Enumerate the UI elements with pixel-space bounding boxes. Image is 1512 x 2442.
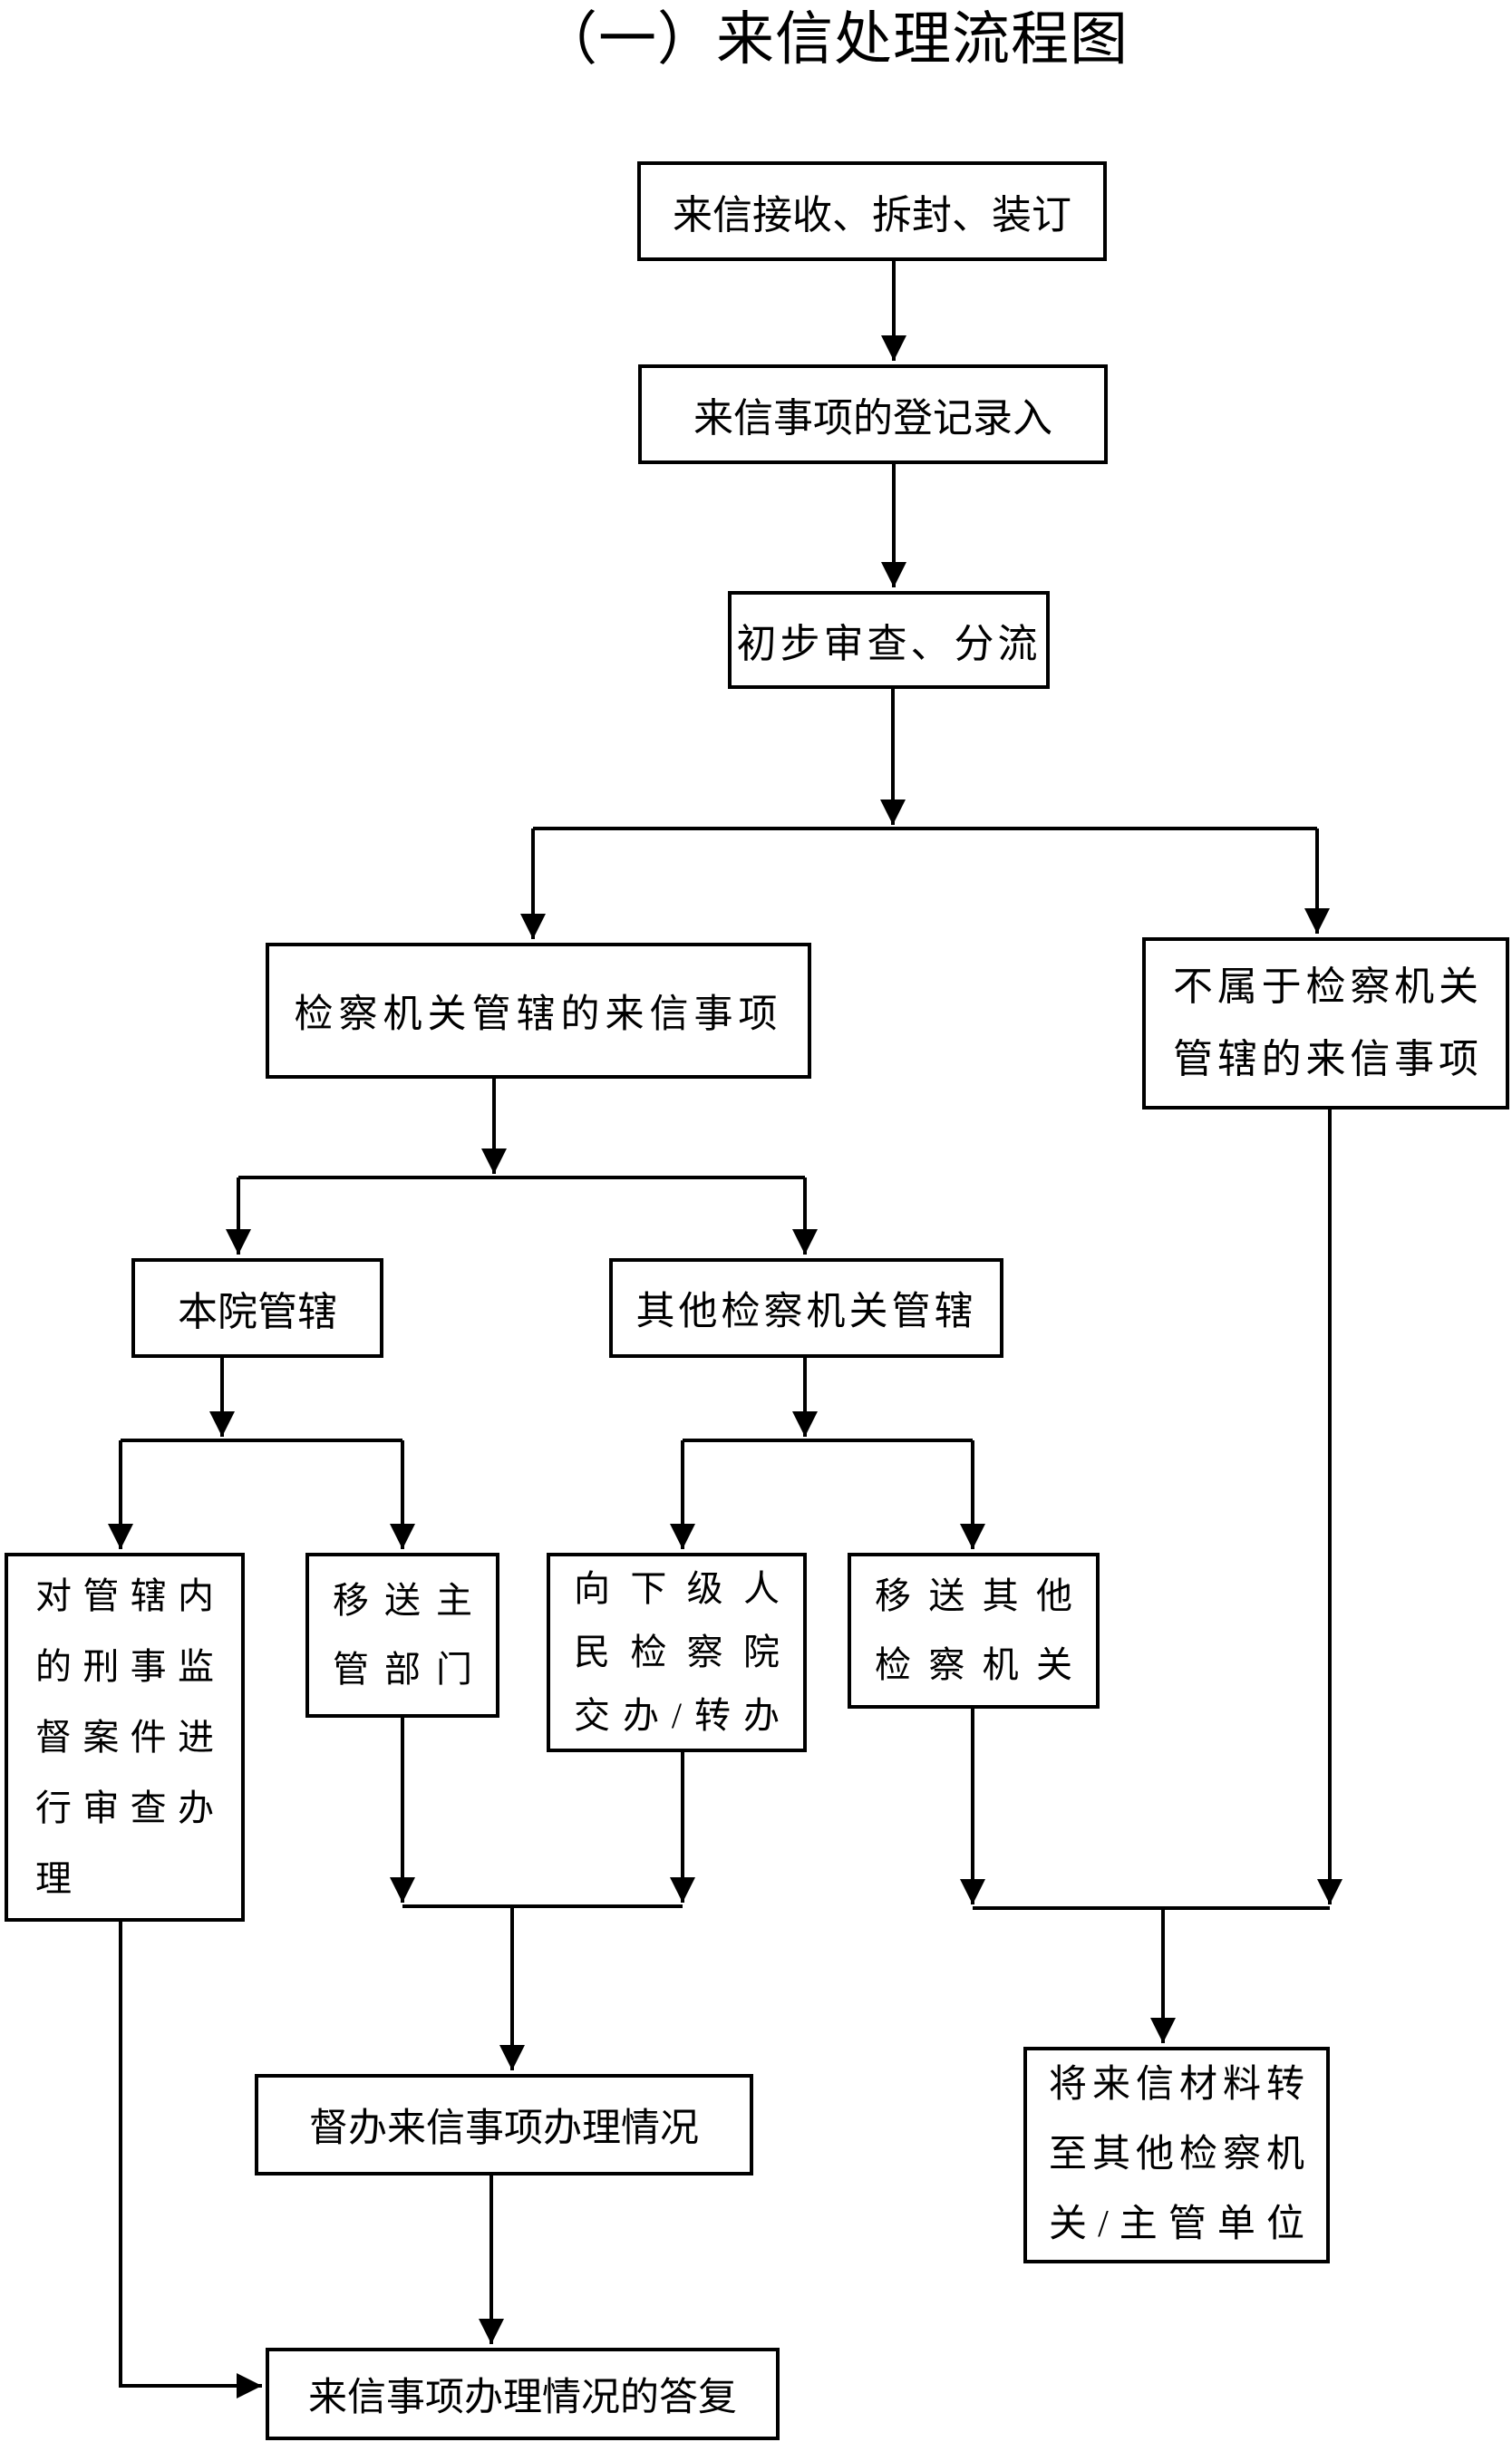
node-label: 本院管辖 (178, 1290, 337, 1334)
node-label-line: 至其他检察机 (1049, 2134, 1304, 2176)
node-forward-material: 将来信材料转至其他检察机关/主管单位 (1023, 2047, 1330, 2263)
node-label: 初步审查、分流 (736, 622, 1042, 666)
node-label-line: 行审查办 (35, 1787, 214, 1828)
node-label-line: 对管辖内 (35, 1575, 214, 1616)
node-label-line: 检察机关 (875, 1644, 1072, 1685)
node-label: 来信事项的登记录入 (693, 396, 1052, 441)
node-outside-jurisdiction: 不属于检察机关管辖的来信事项 (1142, 937, 1509, 1110)
node-label-line: 移送其他 (875, 1575, 1072, 1616)
node-own-court: 本院管辖 (131, 1258, 383, 1358)
node-label: 来信接收、拆封、装订 (673, 193, 1071, 237)
node-label-line: 将来信材料转 (1049, 2064, 1304, 2106)
node-label: 来信事项办理情况的答复 (308, 2377, 737, 2419)
node-label-line: 民检察院 (574, 1632, 780, 1672)
node-label: 其他检察机关管辖 (635, 1291, 977, 1333)
node-lower-court: 向下级人民检察院交办/转办 (547, 1553, 807, 1752)
node-supervise: 督办来信事项办理情况 (255, 2074, 753, 2176)
node-label-line: 交办/转办 (574, 1695, 780, 1736)
node-label-line: 管辖的来信事项 (1173, 1037, 1478, 1081)
node-label-line: 不属于检察机关 (1173, 964, 1478, 1009)
node-transfer-dept: 移送主管部门 (305, 1553, 499, 1718)
page-title: （一）来信处理流程图 (539, 7, 1129, 72)
node-label-line: 移送主 (333, 1580, 472, 1621)
node-label-line: 管部门 (333, 1649, 472, 1690)
node-within-jurisdiction: 检察机关管辖的来信事项 (266, 943, 811, 1079)
node-review: 初步审查、分流 (728, 591, 1050, 689)
node-register: 来信事项的登记录入 (638, 364, 1108, 464)
node-label: 督办来信事项办理情况 (309, 2108, 699, 2150)
node-other-procuratorate: 其他检察机关管辖 (609, 1258, 1003, 1358)
node-receive: 来信接收、拆封、装订 (637, 161, 1107, 261)
node-label-line: 督案件进 (35, 1716, 214, 1758)
node-reply: 来信事项办理情况的答复 (266, 2348, 780, 2440)
node-criminal-supervision: 对管辖内的刑事监督案件进行审查办理 (5, 1553, 245, 1922)
node-label-line: 向下级人 (574, 1568, 780, 1609)
node-label: 检察机关管辖的来信事项 (294, 993, 783, 1036)
edge-criminal-reply (119, 1922, 262, 2398)
node-transfer-other: 移送其他检察机关 (848, 1553, 1100, 1709)
node-label-line: 理 (35, 1857, 72, 1899)
node-label-line: 关/主管单位 (1049, 2204, 1304, 2245)
node-label-line: 的刑事监 (35, 1645, 214, 1687)
